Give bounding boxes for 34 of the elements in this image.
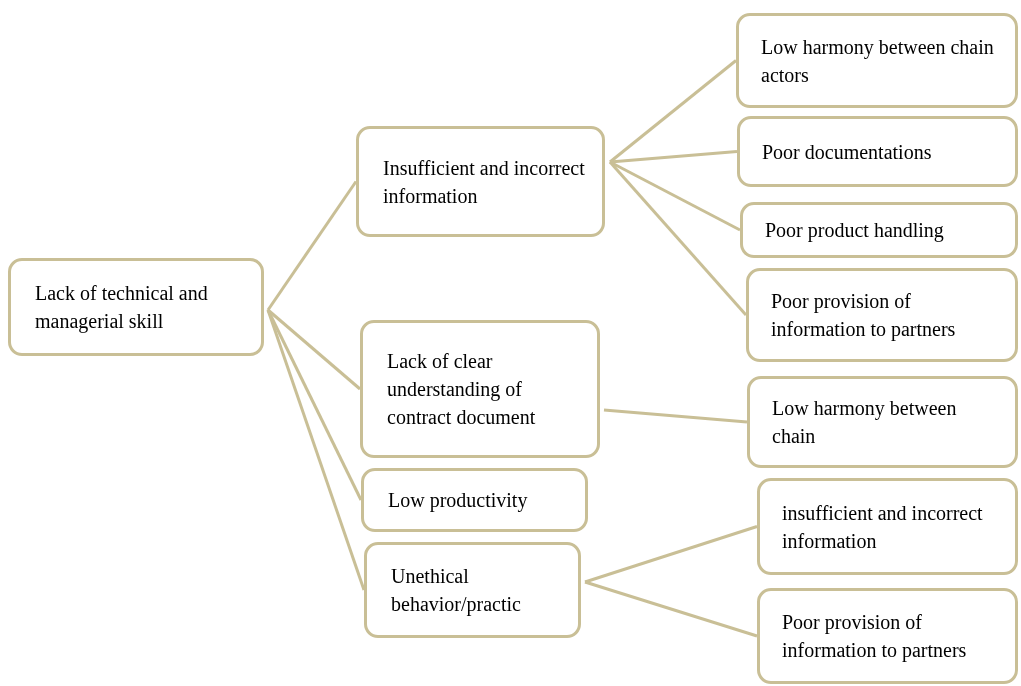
box-text: Poor product handling [765,218,944,244]
connector-line [603,408,748,424]
rounded-box [361,468,588,532]
box-text: Insufficient and incorrect information [383,155,586,209]
connector-line [609,160,741,232]
rounded-box [356,126,605,237]
rounded-box [746,268,1018,362]
rounded-box [757,478,1018,575]
rounded-box [364,542,581,638]
connector-line [584,580,758,638]
connector-line [266,180,358,311]
rounded-box [747,376,1018,468]
rounded-box [737,116,1018,187]
connector-line [267,308,361,391]
box-text: Poor documentations [762,139,932,165]
connector-line [609,150,738,164]
box-text: insufficient and incorrect information [782,500,984,554]
rounded-box [736,13,1018,108]
box-text: Low harmony between chain [772,396,958,449]
rounded-box [757,588,1018,684]
box-text: Lack of clear understanding of contract document [387,349,537,430]
box-text: Poor provision of information to partners [771,289,957,343]
connector-line [266,309,366,591]
connector-line [584,525,758,584]
rounded-box [740,202,1018,258]
box-text: Low productivity [388,488,528,514]
box-text: Low harmony between chain actors [761,34,995,88]
rounded-box [8,258,264,356]
box-text: Poor provision of information to partners [782,610,968,664]
rounded-box [360,320,600,458]
box-text: Lack of technical and managerial skill [35,281,209,335]
connector-line [608,161,748,316]
box-text: Unethical behavior/practic [391,564,522,618]
connector-line [609,59,737,164]
